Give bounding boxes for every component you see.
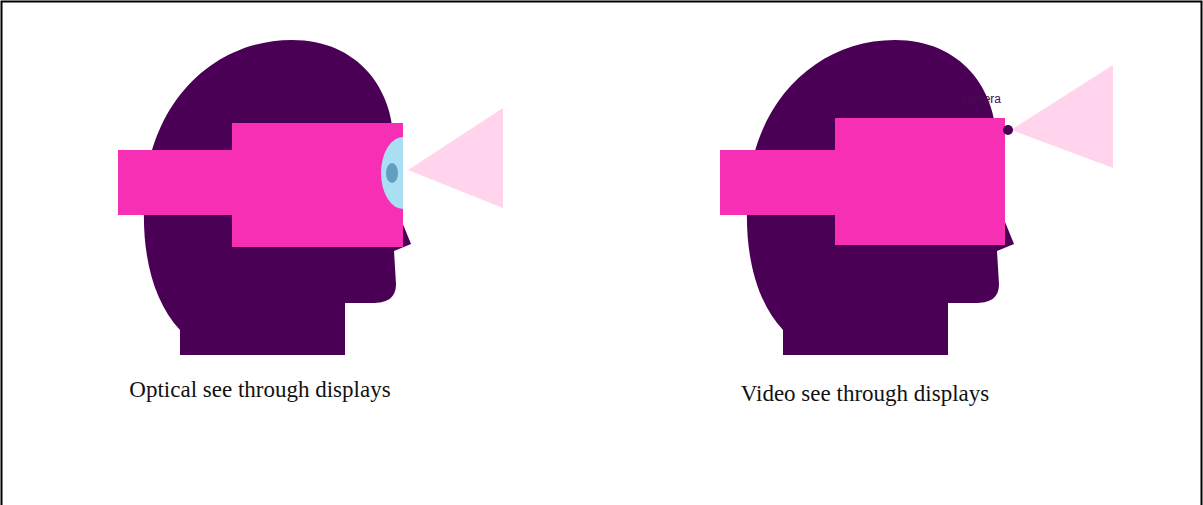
field-of-view bbox=[1011, 65, 1113, 168]
camera-symbol bbox=[1003, 125, 1013, 135]
camera-label: camera bbox=[961, 92, 1001, 106]
field-of-view bbox=[408, 108, 503, 208]
optical-headset-figure bbox=[118, 40, 503, 355]
eye bbox=[381, 137, 403, 209]
panel-caption: Optical see through displays bbox=[60, 377, 460, 403]
head-strap bbox=[720, 150, 840, 215]
video-headset-figure bbox=[720, 40, 1113, 355]
display-box bbox=[835, 118, 1005, 245]
head-strap bbox=[118, 150, 238, 215]
panel-caption: Video see through displays bbox=[665, 381, 1065, 407]
display-box bbox=[232, 123, 403, 247]
eye-pupil bbox=[386, 163, 398, 183]
